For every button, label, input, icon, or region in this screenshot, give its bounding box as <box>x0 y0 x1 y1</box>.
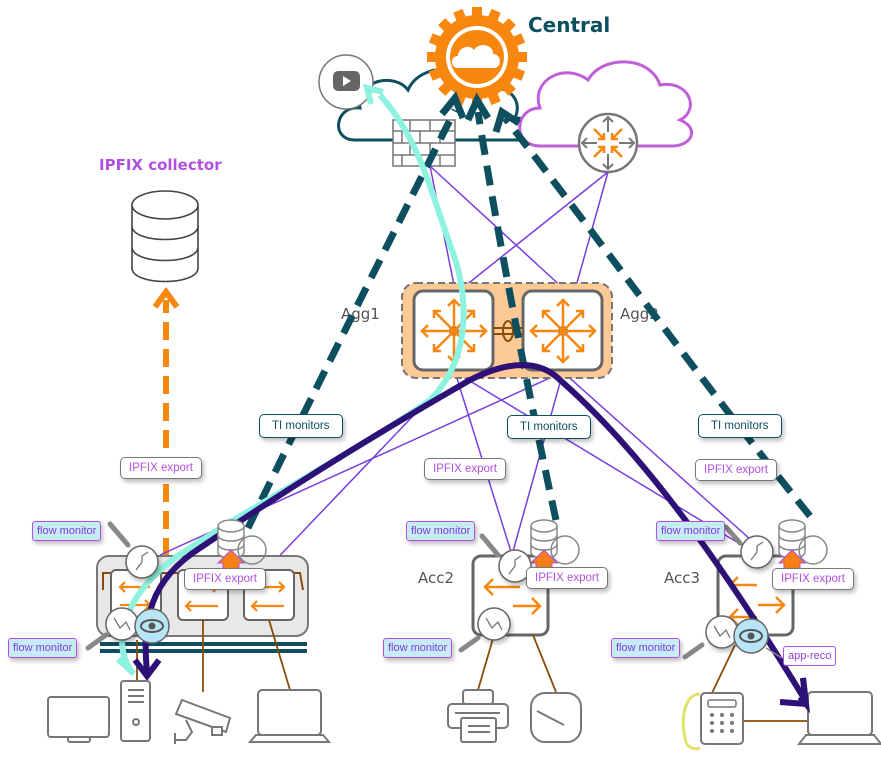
app-recognition-icon[interactable] <box>733 618 783 659</box>
flow-monitor-label: flow monitor <box>611 638 681 658</box>
router-icon <box>577 112 639 174</box>
gear-tooth <box>428 66 444 81</box>
gear-tooth <box>427 52 439 62</box>
gear-tooth <box>472 7 482 19</box>
ipfix-export-label: IPFIX export <box>772 568 854 590</box>
printer-icon <box>447 689 509 743</box>
gear-tooth <box>438 80 454 96</box>
gear-tooth <box>453 8 468 24</box>
traffic-flow-path <box>142 362 808 702</box>
ipfix-export-label: IPFIX export <box>184 568 266 590</box>
ti-monitors-label: TI monitors <box>698 414 782 438</box>
gear-tooth <box>486 90 501 106</box>
gear-tooth <box>486 8 501 24</box>
flow-monitor-label: flow monitor <box>656 521 726 541</box>
local-database-icon <box>529 519 580 574</box>
app-reco-label: app-reco <box>783 646 837 666</box>
flow-monitor-label: flow monitor <box>383 638 453 658</box>
video-play-icon <box>318 54 374 110</box>
flow-monitor-icon[interactable] <box>682 615 739 660</box>
flow-monitor-icon[interactable] <box>458 607 511 653</box>
database-icon <box>131 190 199 283</box>
ipfix-export-label: IPFIX export <box>526 567 608 589</box>
app-recognition-icon[interactable] <box>134 608 170 644</box>
gear-tooth <box>510 33 526 48</box>
ti-monitors-label: TI monitors <box>507 415 591 439</box>
camera-icon <box>174 698 232 744</box>
gear-cloud-icon <box>427 7 527 107</box>
ti-monitors-label: TI monitors <box>259 414 343 438</box>
flow-monitor-icon[interactable] <box>723 524 774 569</box>
ipfix-export-label: IPFIX export <box>695 459 777 481</box>
flow-monitor-icon[interactable] <box>107 521 159 579</box>
access-point-icon <box>530 692 582 743</box>
gear-tooth <box>438 18 454 34</box>
desk-phone-icon <box>681 692 744 751</box>
server-tower-icon <box>120 680 151 742</box>
ipfix-export-label: IPFIX export <box>424 458 506 480</box>
gear-tooth <box>500 80 516 96</box>
gear-tooth <box>500 18 516 34</box>
gear-tooth <box>515 52 527 62</box>
gear-tooth <box>510 66 526 81</box>
acc2-label: Acc2 <box>418 569 454 587</box>
agg2-switch[interactable] <box>521 289 604 372</box>
local-database-icon <box>777 519 828 574</box>
laptop-icon <box>796 691 881 745</box>
gear-tooth <box>428 33 444 48</box>
collector-label: IPFIX collector <box>99 156 222 174</box>
flow-monitor-label: flow monitor <box>406 521 476 541</box>
local-database-icon <box>216 519 267 574</box>
ipfix-export-label: IPFIX export <box>120 457 202 479</box>
flow-monitor-label: flow monitor <box>8 638 78 658</box>
monitor-icon <box>47 696 110 743</box>
acc3-label: Acc3 <box>664 569 700 587</box>
flow-monitor-label: flow monitor <box>32 521 102 541</box>
laptop-icon <box>247 689 332 743</box>
flow-monitor-icon[interactable] <box>479 533 532 583</box>
remote-cloud <box>518 60 694 148</box>
page-title: Central <box>528 13 610 37</box>
